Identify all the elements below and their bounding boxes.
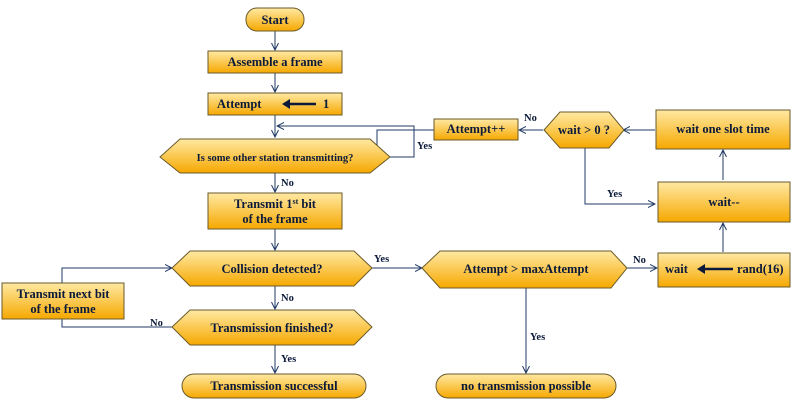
no-possible-label: no transmission possible — [461, 379, 591, 393]
arrow-waitcheck-dec — [584, 148, 655, 204]
attempt-max-decision: Attempt > maxAttempt — [421, 250, 628, 289]
attempt-check-label: Attempt > maxAttempt — [463, 262, 589, 276]
arrow-next-collision — [61, 268, 172, 283]
attempt-inc-label: Attempt++ — [447, 122, 506, 136]
edge-label-no: No — [524, 113, 537, 124]
attempt-init-value: 1 — [323, 97, 329, 111]
collision-label: Collision detected? — [221, 262, 322, 276]
edge-label-no: No — [281, 293, 294, 304]
assemble-frame-box: Assemble a frame — [207, 50, 343, 74]
edge-label-yes: Yes — [607, 189, 622, 200]
assign-arrowhead-icon — [697, 264, 705, 274]
arrow-busy-loop — [277, 126, 415, 158]
wait-random-box: wait rand(16) — [657, 252, 791, 288]
wait-random-value: rand(16) — [737, 262, 784, 276]
other-transmitting-decision: Is some other station transmitting? — [159, 138, 391, 174]
no-transmission-terminal: no transmission possible — [435, 373, 617, 399]
wait-slot-label: wait one slot time — [676, 122, 770, 136]
other-transmitting-label: Is some other station transmitting? — [197, 153, 354, 164]
attempt-init-box: Attempt 1 — [207, 92, 343, 116]
assemble-label: Assemble a frame — [227, 55, 323, 69]
wait-check-label: wait > 0 ? — [558, 123, 610, 137]
collision-decision: Collision detected? — [171, 250, 373, 287]
edge-labels: Yes No Yes No No Yes No Yes No Yes — [150, 113, 646, 365]
edge-label-no: No — [633, 255, 646, 266]
finished-decision: Transmission finished? — [171, 309, 373, 346]
attempt-increment-box: Attempt++ — [433, 118, 519, 141]
edge-label-yes: Yes — [417, 141, 432, 152]
success-label: Transmission successful — [210, 379, 338, 393]
finished-label: Transmission finished? — [210, 321, 333, 335]
wait-dec-label: wait-- — [708, 195, 739, 209]
transmit-first-line1: Transmit 1st bit — [234, 197, 317, 211]
start-label: Start — [261, 13, 289, 27]
success-terminal: Transmission successful — [181, 373, 367, 399]
edge-label-no: No — [281, 178, 294, 189]
start-node: Start — [245, 7, 305, 32]
wait-slot-box: wait one slot time — [655, 109, 791, 150]
transmit-first-line2: of the frame — [242, 212, 308, 226]
transmit-next-bit-box: Transmit next bit of the frame — [1, 282, 125, 320]
wait-label: wait — [665, 262, 689, 276]
edge-label-yes: Yes — [281, 354, 296, 365]
connectors — [62, 31, 723, 373]
wait-check-decision: wait > 0 ? — [543, 111, 625, 149]
transmit-next-line2: of the frame — [30, 302, 96, 316]
assign-arrowhead-icon — [282, 99, 290, 109]
transmit-first-bit-box: Transmit 1st bit of the frame — [207, 192, 343, 230]
wait-decrement-box: wait-- — [657, 181, 791, 223]
transmit-next-line1: Transmit next bit — [17, 287, 111, 301]
edge-label-no: No — [150, 318, 163, 329]
edge-label-yes: Yes — [374, 254, 389, 265]
edge-label-yes: Yes — [530, 332, 545, 343]
attempt-init-label: Attempt — [217, 97, 262, 111]
